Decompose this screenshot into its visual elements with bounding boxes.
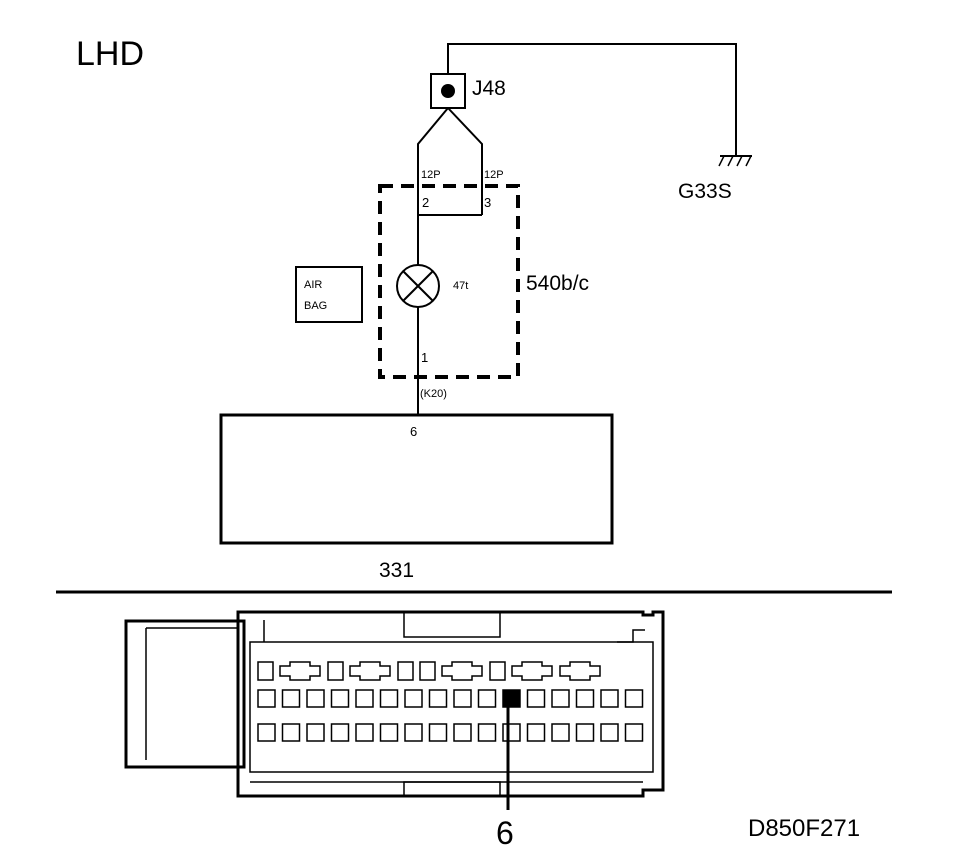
connector-pin-cavity [379, 689, 399, 708]
connector-pin-cavity [624, 689, 644, 708]
connector-pin-cavity [551, 723, 570, 742]
connector-pin-grid [257, 661, 644, 742]
ecu-pin-label: 6 [410, 424, 417, 439]
connector-pin-cavity [428, 723, 448, 742]
connector-pin-cavity [477, 689, 497, 708]
connector-pin-cavity [575, 723, 595, 742]
ground-label: G33S [678, 180, 732, 203]
wire-to-pin-3 [447, 107, 483, 215]
ecu-label: 331 [379, 559, 414, 582]
connector-pin-cavity [257, 689, 276, 708]
connector-key-slot [279, 661, 321, 681]
connector-pin-cavity [575, 689, 595, 708]
module-boundary [378, 184, 520, 379]
lamp-icon [396, 264, 440, 308]
connector-pin-3: 3 [484, 195, 491, 210]
splice-dot-icon [441, 84, 455, 98]
connector-key-slot [511, 661, 553, 681]
connector-pin-cavity [257, 723, 276, 742]
connector-key-slot [441, 661, 483, 681]
connector-face-view [124, 610, 665, 798]
connector-pin-cavity [428, 689, 448, 708]
connector-pin-cavity [330, 689, 350, 708]
variant-label: LHD [76, 35, 144, 73]
connector-pin-cavity [281, 689, 301, 708]
ground-wire [447, 43, 737, 155]
connector-pin-cavity [379, 723, 399, 742]
connector-left-label: 12P [421, 169, 441, 181]
connector-pin-cavity [257, 661, 274, 681]
connector-pin-cavity [526, 723, 546, 742]
figure-code: D850F271 [748, 815, 860, 842]
connector-pin-cavity [489, 661, 506, 681]
connector-pin-cavity [624, 723, 644, 742]
connector-pin-cavity [453, 723, 472, 742]
connector-pin-6-highlight [502, 689, 521, 708]
module-label: 540b/c [526, 272, 589, 295]
module-connector-label: (K20) [420, 388, 447, 400]
lamp-label: 47t [453, 280, 468, 292]
ecu-box [219, 413, 614, 545]
module-pin-1: 1 [421, 350, 428, 365]
connector-pin-cavity [600, 689, 619, 708]
connector-pin-2: 2 [422, 195, 429, 210]
connector-pin-cavity [419, 661, 436, 681]
connector-pin-cavity [355, 689, 374, 708]
connector-pin-cavity [404, 689, 423, 708]
connector-pin-cavity [397, 661, 414, 681]
connector-pin-cavity [551, 689, 570, 708]
connector-pin-cavity [404, 723, 423, 742]
connector-pin-cavity [600, 723, 619, 742]
ground-symbol-icon [718, 155, 752, 167]
airbag-label-box [295, 266, 363, 323]
connector-pin-cavity [477, 723, 497, 742]
connector-pin-cavity [502, 723, 521, 742]
connector-right-label: 12P [484, 169, 504, 181]
connector-pin-cavity [327, 661, 344, 681]
wire-to-pin-2 [417, 107, 449, 215]
connector-pin-cavity [453, 689, 472, 708]
airbag-label-line1: AIR [304, 279, 322, 291]
connector-pin-cavity [306, 723, 325, 742]
pin-callout-label: 6 [496, 815, 514, 848]
splice-label: J48 [472, 77, 506, 100]
connector-pin-cavity [306, 689, 325, 708]
connector-key-slot [559, 661, 601, 681]
connector-pin-cavity [355, 723, 374, 742]
airbag-label-line2: BAG [304, 300, 327, 312]
connector-key-slot [349, 661, 391, 681]
connector-pin-cavity [281, 723, 301, 742]
connector-pin-cavity [330, 723, 350, 742]
connector-pin-cavity [526, 689, 546, 708]
